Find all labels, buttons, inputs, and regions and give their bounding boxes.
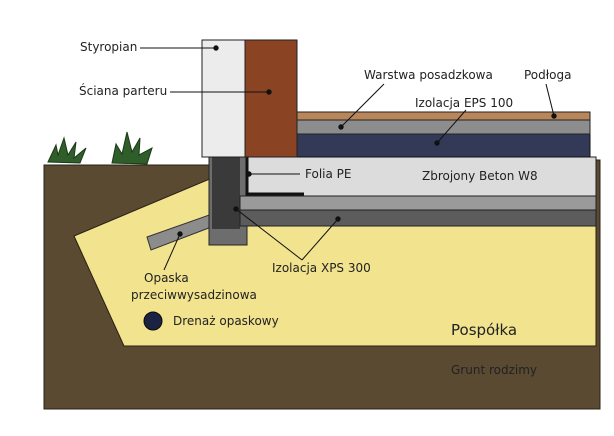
- label-drenaz-opaskowy: Drenaż opaskowy: [173, 314, 279, 328]
- label-pospolka: Pospółka: [451, 321, 518, 339]
- leader-dot-podloga: [551, 113, 557, 119]
- label-grunt-rodzimy: Grunt rodzimy: [451, 363, 538, 377]
- leader-xps-1: [235, 208, 303, 261]
- leader-dot-folia: [246, 171, 252, 177]
- leader-lines: [140, 45, 557, 271]
- leader-dot-eps: [434, 140, 440, 146]
- leader-dot-opaska: [177, 231, 183, 237]
- leader-dot-xps-2: [335, 216, 341, 222]
- xps-layer-dark: [239, 209, 597, 227]
- eps-layer: [295, 133, 591, 158]
- ground-floor-wall: [244, 39, 298, 158]
- grass-right: [111, 131, 153, 165]
- leader-eps: [436, 109, 467, 144]
- label-izolacja-xps: Izolacja XPS 300: [272, 261, 371, 275]
- leader-xps-2: [301, 218, 339, 261]
- polystyrene-insulation: [201, 39, 246, 158]
- label-opaska-line2: przeciwwysadzinowa: [131, 288, 257, 302]
- grass-left: [47, 136, 87, 164]
- label-podloga: Podłoga: [524, 68, 572, 82]
- xps-layer: [239, 195, 597, 211]
- label-izolacja-eps: Izolacja EPS 100: [415, 96, 514, 110]
- leader-warstwa: [340, 83, 385, 128]
- leader-podloga: [545, 83, 555, 117]
- label-warstwa-posadzkowa: Warstwa posadzkowa: [364, 68, 493, 82]
- leader-dot-styropian: [213, 45, 219, 51]
- leader-opaska: [163, 233, 181, 271]
- leader-dot-sciana: [266, 89, 272, 95]
- label-styropian: Styropian: [80, 40, 138, 54]
- label-opaska-line1: Opaska: [144, 271, 189, 285]
- foundation-wall-dark: [212, 157, 240, 229]
- label-folia-pe: Folia PE: [305, 167, 352, 181]
- label-sciana-parteru: Ściana parteru: [79, 84, 168, 98]
- drainage-pipe: [143, 311, 163, 331]
- leader-dot-warstwa: [338, 124, 344, 130]
- leader-dot-xps-1: [233, 206, 239, 212]
- floor-finish: [295, 111, 591, 121]
- label-zbrojony-beton: Zbrojony Beton W8: [422, 169, 538, 183]
- pe-foil: [245, 157, 304, 196]
